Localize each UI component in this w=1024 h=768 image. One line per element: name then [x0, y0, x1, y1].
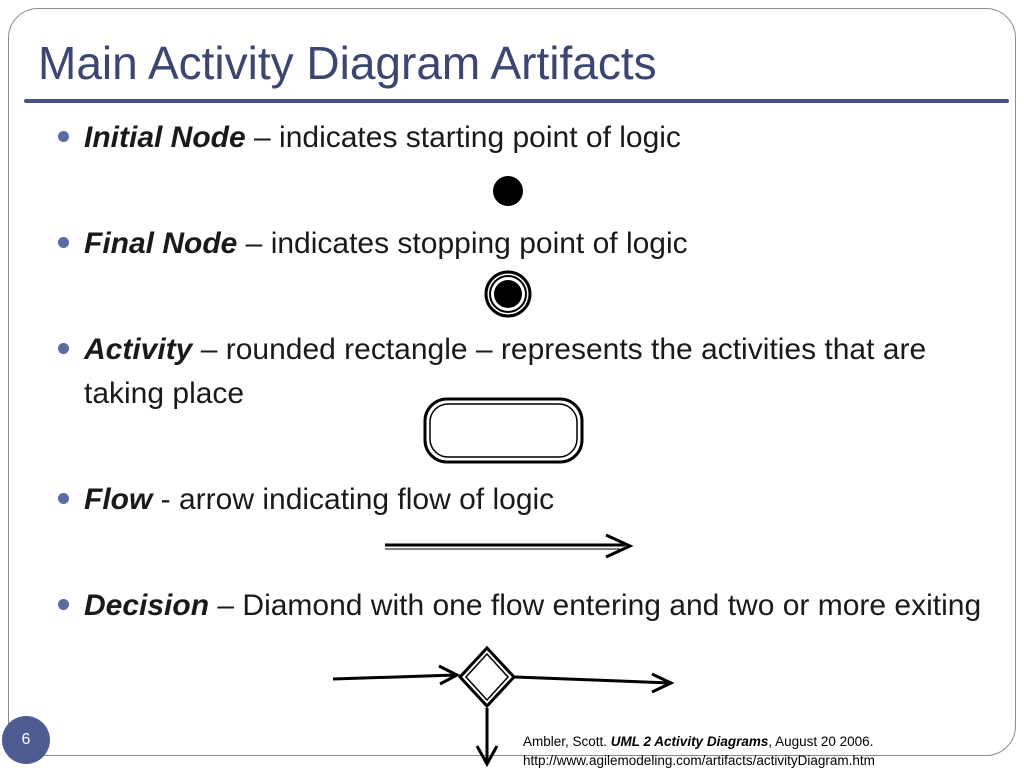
bullet-dot-icon: [58, 493, 69, 504]
bullet-term: Final Node: [84, 227, 238, 260]
bullet-term: Decision: [84, 589, 210, 622]
bullet-term: Activity: [84, 333, 193, 366]
activity-node-icon: [423, 397, 584, 464]
title-underline: [24, 99, 1009, 103]
decision-incoming-arrow-icon: [332, 664, 461, 686]
bullet-description: – indicates stopping point of logic: [237, 227, 688, 260]
bullet-dot-icon: [58, 131, 69, 142]
bullet-text: Initial Node – indicates starting point …: [84, 116, 1008, 160]
citation-title: UML 2 Activity Diagrams: [610, 734, 769, 749]
bullet-text: Flow - arrow indicating flow of logic: [84, 478, 1008, 522]
page-number-badge: 6: [2, 716, 50, 764]
citation-author: Ambler, Scott.: [523, 734, 611, 749]
citation: Ambler, Scott. UML 2 Activity Diagrams, …: [523, 732, 875, 768]
slide-frame: [8, 8, 1016, 756]
bullet-text: Decision – Diamond with one flow enterin…: [84, 584, 1008, 628]
bullet-activity: Activity – rounded rectangle – represent…: [58, 328, 1008, 416]
bullet-term: Flow: [84, 483, 153, 516]
bullet-final-node: Final Node – indicates stopping point of…: [58, 222, 1008, 266]
bullet-text: Activity – rounded rectangle – represent…: [84, 328, 1008, 416]
bullet-description: – rounded rectangle – represents the act…: [84, 333, 927, 410]
bullet-flow: Flow - arrow indicating flow of logic: [58, 478, 1008, 522]
final-node-icon: [484, 270, 532, 318]
decision-node-icon: [457, 645, 517, 709]
decision-outgoing-down-arrow-icon: [475, 708, 499, 768]
slide-title: Main Activity Diagram Artifacts: [38, 37, 657, 89]
bullet-description: – Diamond with one flow entering and two…: [209, 589, 982, 622]
flow-arrow-icon: [385, 533, 634, 559]
bullet-decision: Decision – Diamond with one flow enterin…: [58, 584, 1008, 628]
bullet-dot-icon: [58, 237, 69, 248]
decision-outgoing-right-arrow-icon: [514, 672, 675, 694]
initial-node-icon: [493, 176, 523, 206]
bullet-term: Initial Node: [84, 121, 246, 154]
bullet-initial-node: Initial Node – indicates starting point …: [58, 116, 1008, 160]
bullet-dot-icon: [58, 343, 69, 354]
bullet-description: - arrow indicating flow of logic: [152, 483, 555, 516]
citation-date: , August 20 2006.: [768, 734, 874, 749]
citation-url[interactable]: http://www.agilemodeling.com/artifacts/a…: [523, 753, 875, 768]
bullet-description: – indicates starting point of logic: [245, 121, 681, 154]
bullet-dot-icon: [58, 599, 69, 610]
bullet-text: Final Node – indicates stopping point of…: [84, 222, 1008, 266]
